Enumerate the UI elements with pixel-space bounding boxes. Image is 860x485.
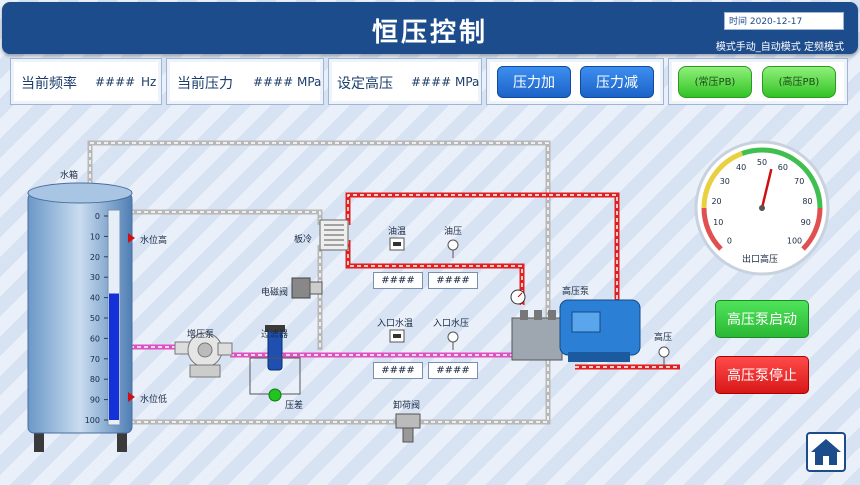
filter-label: 过滤器 <box>261 330 289 340</box>
inlet-temp-sensor-icon <box>389 329 405 343</box>
page-title: 恒压控制 <box>371 18 488 48</box>
hp-pump-icon <box>510 289 641 362</box>
pressure-unit: MPa <box>297 75 322 89</box>
tank-scale-tick: 50 <box>90 314 100 323</box>
outlet-pressure-sensor-icon <box>658 346 670 367</box>
inlet-pressure-sensor-icon <box>447 331 459 350</box>
gauge-label: 出口高压 <box>742 255 779 265</box>
outlet-pressure-gauge: 0 10 20 30 40 50 60 70 80 90 100 <box>694 140 830 276</box>
pressure-panel: 当前压力 #### MPa <box>166 58 324 105</box>
oil-pressure-label: 油压 <box>444 227 463 237</box>
tank-scale-tick: 90 <box>90 396 100 405</box>
tank-scale-tick: 100 <box>85 416 100 425</box>
solenoid-valve-label: 电磁阀 <box>261 288 289 298</box>
diff-pressure-label: 压差 <box>285 401 304 411</box>
tank-scale-tick: 20 <box>90 253 100 262</box>
unload-valve-label: 卸荷阀 <box>393 401 421 411</box>
tank-scale-tick: 70 <box>90 355 100 364</box>
tank-scale-tick: 40 <box>90 294 100 303</box>
title-bar: 恒压控制 时间 2020-12-17 11:19:41 模式手动_自动模式 定频… <box>2 2 858 54</box>
tank-scale-tick: 60 <box>90 334 100 343</box>
hp-pump-label: 高压泵 <box>562 287 590 297</box>
setpoint-unit: MPa <box>455 75 480 89</box>
freq-label: 当前频率 <box>21 76 77 92</box>
inlet-temp-readout: #### <box>373 362 423 379</box>
gauge-needle <box>760 168 773 209</box>
gauge-tick-label: 10 <box>713 218 723 227</box>
oil-pressure-sensor-icon <box>447 239 459 258</box>
hp-start-button[interactable]: 高压泵启动 <box>715 300 809 338</box>
home-button[interactable] <box>806 432 846 472</box>
gauge-tick-label: 70 <box>794 177 804 186</box>
low-level-label: 水位低 <box>140 395 168 405</box>
tank-scale-tick: 80 <box>90 375 100 384</box>
tank-label: 水箱 <box>60 171 79 181</box>
gauge-tick-label: 40 <box>736 163 746 172</box>
hp-stop-button[interactable]: 高压泵停止 <box>715 356 809 394</box>
high-level-label: 水位高 <box>140 236 168 246</box>
datetime-display: 时间 2020-12-17 11:19:41 <box>724 12 844 45</box>
oil-temp-sensor-icon <box>389 237 405 251</box>
oil-temp-readout: #### <box>373 272 423 289</box>
setpoint-value[interactable]: #### <box>411 75 452 89</box>
oil-pressure-readout: #### <box>428 272 478 289</box>
booster-pump-icon <box>174 332 233 378</box>
normal-pressure-button[interactable]: (常压PB) <box>678 66 752 98</box>
gauge-tick-label: 0 <box>727 237 732 246</box>
tank-scale: 0 10 20 30 40 50 60 70 80 90 100 <box>85 212 108 425</box>
mode-display: 模式手动_自动模式 定频模式 <box>715 42 844 53</box>
booster-pump-label: 增压泵 <box>187 330 215 340</box>
high-level-marker <box>128 233 135 243</box>
gauge-tick-label: 100 <box>787 237 802 246</box>
tank-level-fill <box>109 293 119 420</box>
tank-scale-tick: 10 <box>90 232 100 241</box>
gauge-tick-label: 90 <box>801 218 811 227</box>
gauge-tick-label: 20 <box>711 197 721 206</box>
gauge-tick-label: 50 <box>757 158 767 167</box>
setpoint-label: 设定高压 <box>337 76 393 92</box>
plate-cooler-icon <box>319 219 349 251</box>
high-pressure-label: 高压 <box>654 333 673 343</box>
low-level-marker <box>128 392 135 402</box>
inlet-pressure-readout: #### <box>428 362 478 379</box>
tank-scale-tick: 30 <box>90 273 100 282</box>
gauge-tick-label: 30 <box>720 177 730 186</box>
pressure-value: #### <box>253 75 294 89</box>
gauge-tick-label: 80 <box>802 197 812 206</box>
unload-valve-icon <box>395 413 421 443</box>
inlet-pressure-label: 入口水压 <box>433 319 470 329</box>
plate-cooler-label: 板冷 <box>294 235 313 245</box>
inlet-temp-label: 入口水温 <box>377 319 414 329</box>
solenoid-valve-icon <box>291 277 323 299</box>
filter-icon <box>249 325 301 402</box>
home-icon <box>811 439 841 465</box>
setpoint-panel: 设定高压 #### MPa <box>328 58 482 105</box>
high-pressure-button[interactable]: (高压PB) <box>762 66 836 98</box>
freq-unit: Hz <box>141 75 157 89</box>
tank-scale-tick: 0 <box>95 212 100 221</box>
freq-panel: 当前频率 #### Hz <box>10 58 162 105</box>
pressure-down-button[interactable]: 压力减 <box>580 66 654 98</box>
pressure-label: 当前压力 <box>177 76 233 92</box>
pressure-up-button[interactable]: 压力加 <box>497 66 571 98</box>
oil-temp-label: 油温 <box>388 227 407 237</box>
gauge-tick-label: 60 <box>778 163 788 172</box>
freq-value: #### <box>95 75 136 89</box>
